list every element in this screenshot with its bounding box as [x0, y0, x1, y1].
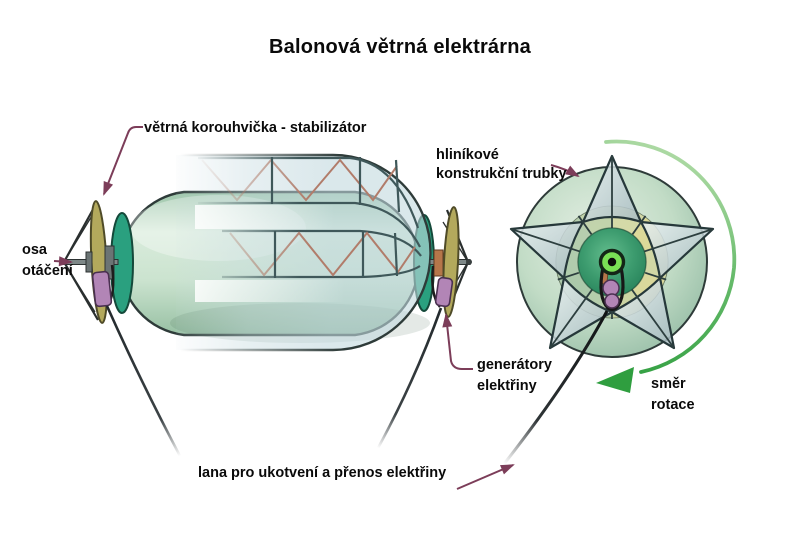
outer-envelope: [174, 153, 432, 352]
front-generator: [604, 293, 620, 309]
label-line: generátory: [477, 357, 552, 373]
anchor-ropes: [105, 305, 443, 457]
airbrush-fade-upper: [195, 205, 335, 229]
aluminium-tubes-upper: [201, 158, 398, 202]
label-anchor-ropes: lana pro ukotvení a přenos elektřiny: [198, 465, 447, 481]
front-rope: [502, 310, 609, 465]
vane-spoke: [63, 261, 96, 313]
page-title: Balonová větrná elektrárna: [269, 36, 531, 58]
axle-collar: [85, 251, 93, 273]
balloon-front-view: [502, 139, 737, 465]
label-line: osa: [22, 242, 47, 258]
label-line: elektřiny: [477, 378, 537, 395]
truss-band-upper: [198, 156, 421, 248]
label-line: rotace: [651, 397, 695, 414]
generator-left: [91, 270, 113, 308]
ropes-pointer-arrow: [456, 464, 515, 490]
rotor-hub-dot: [607, 257, 617, 267]
label-line: směr: [651, 376, 686, 392]
vane-spoke: [63, 213, 94, 263]
rotation-arrow-head: [596, 367, 634, 393]
axle-tip: [466, 259, 472, 265]
label-rotation-axis: osa otáčení: [22, 240, 73, 282]
label-wind-vane: větrná korouhvička - stabilizátor: [144, 120, 367, 136]
label-aluminium-tubes: hliníkové konstrukční trubky: [436, 146, 567, 184]
anchor-rope-left: [105, 305, 182, 457]
axle-collar-orange: [433, 249, 444, 277]
tubes-pointer-arrow: [550, 164, 580, 178]
axle-assembly-right: [429, 206, 472, 318]
vane-pointer-arrow: [103, 126, 143, 196]
axle-assembly-left: [61, 200, 119, 324]
rotation-arrow-arc: [604, 139, 737, 374]
leader-arrows: [53, 126, 580, 490]
generator-right: [434, 276, 454, 308]
airbrush-fade-lower: [195, 280, 345, 302]
truss-band-lower: [222, 229, 422, 279]
label-line: otáčení: [22, 263, 73, 280]
label-line: konstrukční trubky: [436, 166, 567, 183]
generators-pointer-arrow: [442, 313, 473, 370]
balloon-side-view: [61, 153, 472, 457]
label-line: hliníkové: [436, 147, 499, 163]
axis-pointer-arrow: [53, 256, 73, 267]
aluminium-tubes-lower: [229, 231, 416, 277]
label-rotation-direction: směr rotace: [651, 374, 695, 416]
anchor-rope-right: [376, 307, 443, 449]
blade-spines: [510, 156, 714, 349]
label-generators: generátory elektřiny: [477, 355, 552, 397]
